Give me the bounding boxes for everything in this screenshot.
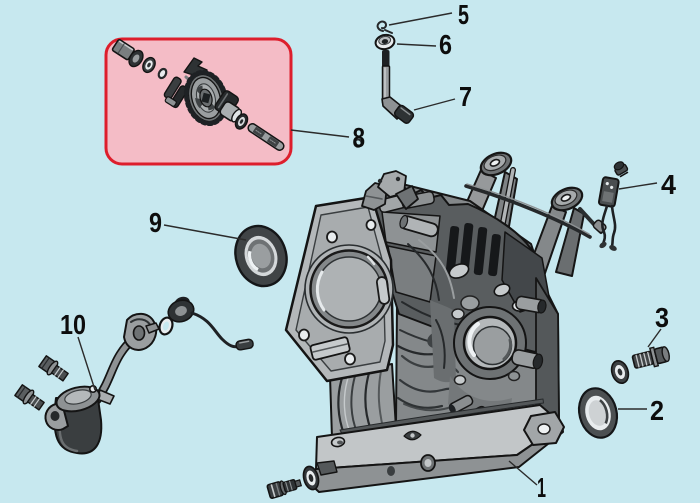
svg-text:7: 7 bbox=[459, 81, 472, 112]
svg-text:4: 4 bbox=[661, 169, 676, 200]
svg-text:5: 5 bbox=[458, 0, 469, 30]
svg-text:9: 9 bbox=[149, 207, 162, 238]
svg-text:10: 10 bbox=[60, 309, 86, 340]
svg-text:3: 3 bbox=[655, 302, 669, 333]
svg-text:8: 8 bbox=[353, 122, 366, 153]
svg-text:1: 1 bbox=[537, 472, 546, 503]
svg-text:6: 6 bbox=[439, 29, 452, 60]
svg-text:2: 2 bbox=[650, 395, 664, 426]
